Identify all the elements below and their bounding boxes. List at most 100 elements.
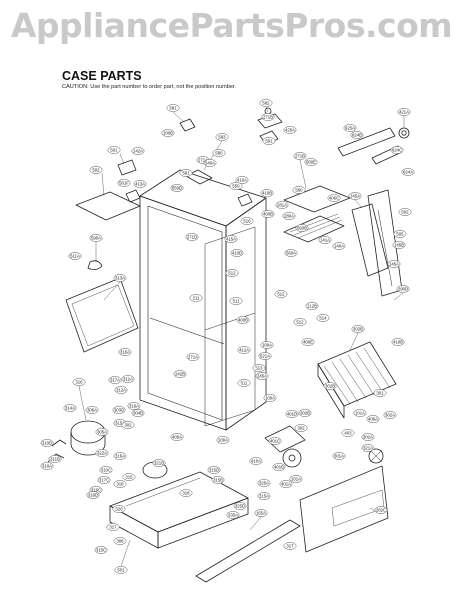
callout-316A: 316A — [127, 402, 141, 410]
callout-text: 308 — [116, 539, 124, 544]
callout-text: 100A — [265, 396, 275, 401]
callout-text: 410A — [251, 459, 261, 464]
callout-text: 590A — [91, 236, 101, 241]
callout-317C: 317C — [97, 476, 111, 484]
back-cover-panel — [65, 260, 139, 353]
caution-note: CAUTION: Use the part number to order pa… — [62, 84, 237, 90]
callout-text: 625A — [345, 126, 355, 131]
callout-text: 401A — [281, 482, 291, 487]
callout-text: 305A — [97, 430, 107, 435]
callout-text: 410D — [232, 251, 242, 256]
callout-304B: 304B — [131, 409, 145, 417]
callout-310D: 310D — [40, 439, 54, 447]
callout-text: 550 — [232, 184, 240, 189]
callout-text: 315 — [125, 475, 133, 480]
callout-text: 501 — [110, 148, 118, 153]
callout-text: 591 — [265, 139, 273, 144]
evaporator-assembly — [317, 341, 397, 419]
callout-text: 401C — [270, 439, 280, 444]
callout-text: 282C — [376, 508, 386, 513]
callout-505: 505 — [393, 230, 407, 238]
callout-212B: 212B — [305, 302, 319, 310]
callout-text: 316 — [75, 380, 83, 385]
callout-410A: 410A — [235, 176, 249, 184]
callout-141A: 141A — [318, 236, 332, 244]
callout-text: 501F — [119, 181, 129, 186]
callout-560B: 560B — [295, 224, 309, 232]
callout-text: 100A — [262, 343, 272, 348]
callout-text: 401D — [287, 412, 297, 417]
callout-316: 316 — [72, 378, 86, 386]
callout-text: 315B — [213, 478, 223, 483]
callout-510: 510 — [240, 217, 254, 225]
callout-415A: 415A — [224, 235, 238, 243]
callout-text: 560 — [295, 188, 303, 193]
callout-511: 511 — [237, 379, 251, 387]
callout-308: 308 — [113, 537, 127, 545]
callout-text: 415A — [226, 237, 236, 242]
site-watermark: AppliancePartsPros.com — [10, 6, 453, 45]
callout-321B: 321B — [152, 459, 166, 467]
callout-text: 280A — [284, 214, 294, 219]
callout-text: 410B — [393, 340, 403, 345]
callout-400B: 400B — [261, 210, 275, 218]
callout-text: 502 — [92, 168, 100, 173]
callout-text: 140A — [334, 244, 344, 249]
callout-401C: 401C — [268, 437, 282, 445]
callout-text: 303D — [114, 408, 124, 413]
callout-540A: 540A — [203, 159, 217, 167]
callout-text: 317C — [99, 478, 109, 483]
callout-text: 512 — [296, 320, 304, 325]
callout-313A: 313A — [113, 274, 127, 282]
callout-310A: 310A — [40, 462, 54, 470]
callout-316A: 316A — [113, 452, 127, 460]
callout-text: 315A — [115, 421, 125, 426]
callout-text: 512 — [277, 292, 285, 297]
callout-582: 582 — [259, 99, 273, 107]
callout-text: 304B — [133, 411, 143, 416]
callout-text: 302 — [124, 423, 132, 428]
callout-406C: 406C — [327, 194, 341, 202]
callout-100A: 100A — [216, 436, 230, 444]
callout-406A: 406A — [366, 415, 380, 423]
callout-301: 301 — [373, 389, 387, 397]
callout-245A: 245A — [255, 372, 269, 380]
callout-text: 290D — [398, 287, 408, 292]
callout-text: 301A — [334, 454, 344, 459]
callout-text: 413A — [135, 182, 145, 187]
callout-306A: 306A — [85, 406, 99, 414]
callout-560A: 560A — [284, 249, 298, 257]
callout-624C: 624C — [390, 146, 404, 154]
callout-text: 624B — [352, 133, 362, 138]
callout-502: 502 — [398, 208, 412, 216]
callout-502: 502 — [89, 166, 103, 174]
callout-560: 560 — [292, 186, 306, 194]
callout-text: 501 — [117, 568, 125, 573]
callout-165A: 165A — [254, 509, 268, 517]
callout-text: 421A — [399, 110, 409, 115]
callout-text: 521A — [260, 354, 270, 359]
callout-text: 624A — [403, 170, 413, 175]
callout-302B: 302B — [298, 409, 312, 417]
callout-text: 242B — [175, 372, 185, 377]
callout-591: 591 — [179, 169, 193, 177]
callout-text: 302B — [300, 411, 310, 416]
callout-text: 101A — [291, 477, 301, 482]
callout-text: 325D — [235, 504, 245, 509]
callout-text: 145A — [389, 262, 399, 267]
callout-text: 400B — [238, 318, 248, 323]
callout-text: 321B — [154, 461, 164, 466]
callout-text: 316D — [88, 493, 98, 498]
callout-text: 271B — [263, 115, 273, 120]
callout-281A: 281A — [275, 201, 289, 209]
callout-text: 310A — [42, 464, 52, 469]
callout-text: 302A — [385, 413, 395, 418]
callout-560E: 560E — [304, 158, 318, 166]
callout-text: 512 — [228, 271, 236, 276]
callout-text: 513 — [255, 366, 263, 371]
callout-302A: 302A — [361, 433, 375, 441]
callout-text: 321A — [363, 446, 373, 451]
callout-text: 583 — [218, 135, 226, 140]
callout-624B: 624B — [350, 131, 364, 139]
callout-text: 514 — [319, 316, 327, 321]
